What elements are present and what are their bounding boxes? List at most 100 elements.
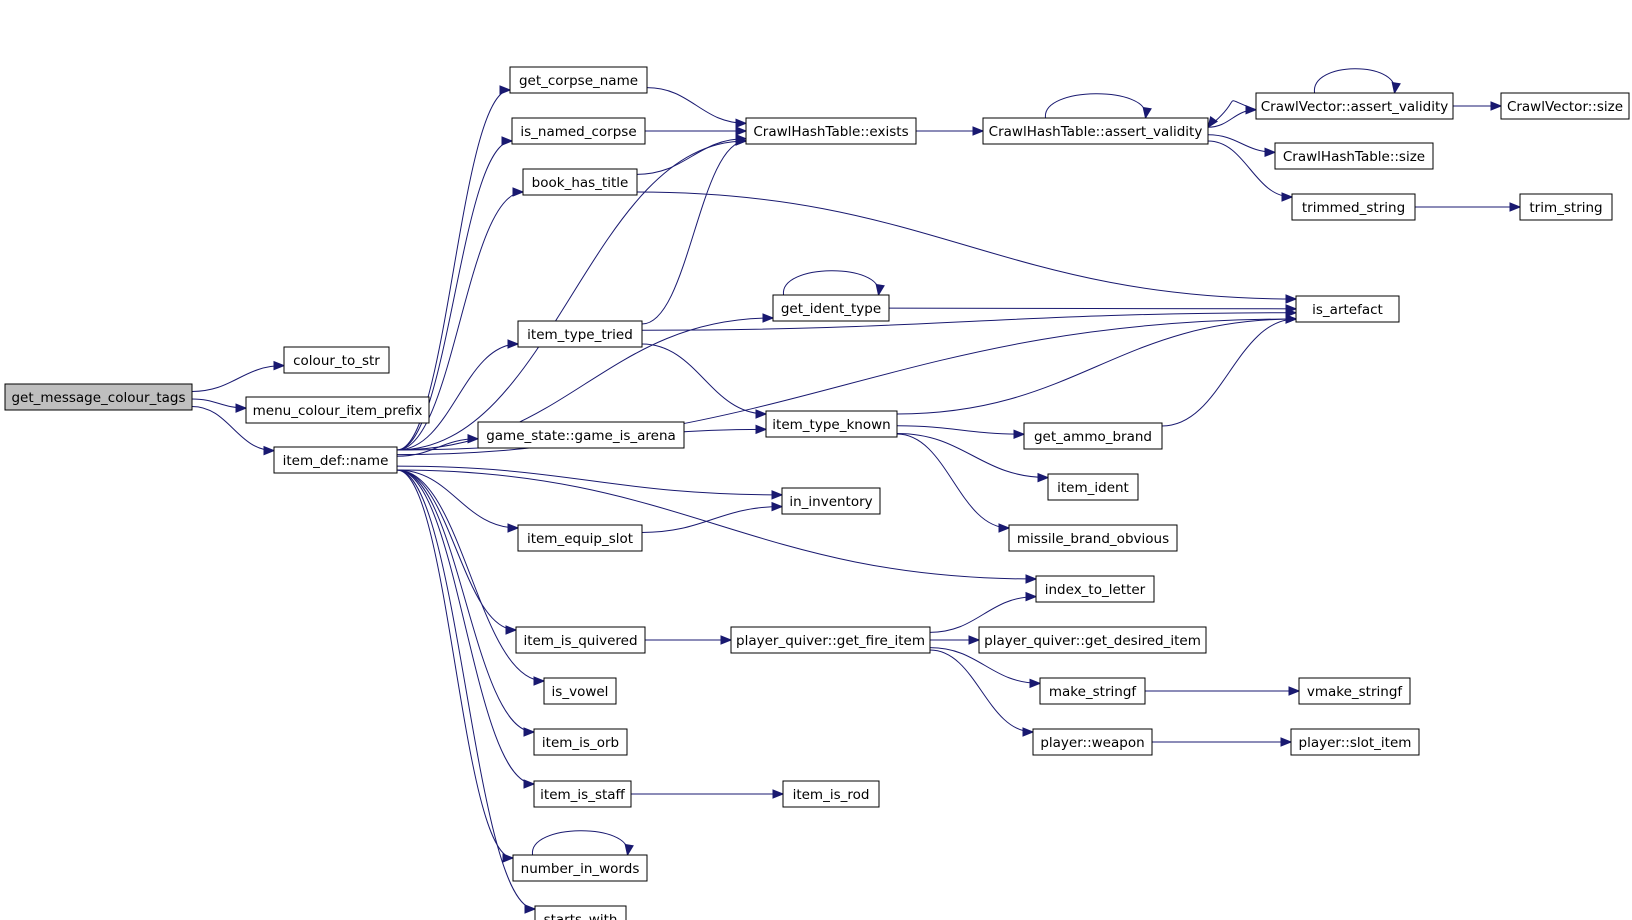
node-label: item_type_known — [772, 417, 890, 433]
node-box — [534, 905, 627, 920]
edge-is_named_corpse-to-hash_exists — [645, 126, 748, 136]
arrowhead — [263, 445, 276, 456]
node-get_ident_type[interactable]: get_ident_type — [772, 294, 890, 322]
node-label: item_is_quivered — [523, 633, 637, 649]
edge-vector_assert_validity-to-hash_assert_validity — [1207, 100, 1257, 129]
node-is_named_corpse[interactable]: is_named_corpse — [511, 117, 646, 145]
edge-get_message_colour_tags-to-menu_colour_item_prefix — [191, 398, 248, 413]
node-item_type_known[interactable]: item_type_known — [765, 410, 898, 438]
node-number_in_words[interactable]: number_in_words — [512, 854, 648, 882]
node-trim_string[interactable]: trim_string — [1519, 193, 1613, 221]
arrowhead — [507, 339, 520, 349]
edge-line — [531, 830, 629, 856]
node-item_equip_slot[interactable]: item_equip_slot — [517, 524, 643, 552]
node-missile_brand_obvious[interactable]: missile_brand_obvious — [1008, 524, 1178, 552]
node-box — [509, 66, 648, 94]
node-item_is_quivered[interactable]: item_is_quivered — [515, 626, 646, 654]
node-box — [1291, 193, 1416, 221]
edge-line — [646, 87, 747, 124]
node-label: item_is_staff — [540, 787, 625, 803]
node-label: item_type_tried — [527, 327, 633, 343]
node-label: starts_with — [544, 912, 618, 920]
node-get_fire_item[interactable]: player_quiver::get_fire_item — [730, 626, 931, 654]
node-label: get_ammo_brand — [1034, 429, 1152, 445]
node-box — [1023, 422, 1163, 450]
node-game_is_arena[interactable]: game_state::game_is_arena — [477, 421, 685, 449]
call-edges — [191, 68, 1522, 914]
node-item_is_orb[interactable]: item_is_orb — [533, 728, 628, 756]
arrowhead — [755, 409, 768, 419]
edge-item_equip_slot-to-in_inventory — [641, 501, 784, 533]
node-trimmed_string[interactable]: trimmed_string — [1291, 193, 1416, 221]
node-get_desired_item[interactable]: player_quiver::get_desired_item — [978, 626, 1207, 654]
node-label: menu_colour_item_prefix — [253, 403, 423, 419]
node-hash_size[interactable]: CrawlHashTable::size — [1274, 142, 1434, 170]
edge-get_fire_item-to-player_weapon — [929, 649, 1035, 737]
node-get_message_colour_tags[interactable]: get_message_colour_tags — [4, 383, 193, 411]
edge-item_def_name-to-starts_with — [396, 469, 537, 914]
arrowhead — [735, 126, 748, 136]
edge-line — [896, 318, 1297, 415]
edge-get_message_colour_tags-to-colour_to_str — [191, 360, 286, 392]
arrowhead — [1142, 106, 1152, 120]
edge-vector_assert_validity-to-vector_size — [1453, 101, 1503, 111]
node-label: item_is_orb — [542, 735, 619, 751]
edge-line — [396, 469, 1037, 580]
edge-line — [396, 465, 783, 496]
node-label: index_to_letter — [1045, 582, 1146, 598]
node-vector_assert_validity[interactable]: CrawlVector::assert_validity — [1255, 92, 1454, 120]
function-nodes: get_message_colour_tags colour_to_strmenu… — [4, 66, 1630, 920]
edge-line — [191, 365, 285, 392]
node-item_def_name[interactable]: item_def::name — [273, 446, 398, 474]
node-label: book_has_title — [532, 175, 629, 191]
node-label: CrawlHashTable::size — [1283, 149, 1425, 165]
node-box — [533, 728, 628, 756]
node-hash_assert_validity[interactable]: CrawlHashTable::assert_validity — [982, 117, 1209, 145]
node-item_is_staff[interactable]: item_is_staff — [533, 780, 632, 808]
arrowhead — [735, 118, 748, 129]
node-get_corpse_name[interactable]: get_corpse_name — [509, 66, 648, 94]
node-starts_with[interactable]: starts_with — [534, 905, 627, 920]
node-label: get_ident_type — [781, 301, 881, 317]
edge-item_def_name-to-is_vowel — [396, 469, 546, 686]
node-is_vowel[interactable]: is_vowel — [543, 677, 617, 705]
edge-book_has_title-to-is_artefact — [636, 191, 1298, 304]
node-player_weapon[interactable]: player::weapon — [1032, 728, 1153, 756]
arrowhead — [502, 853, 515, 863]
edge-get_corpse_name-to-hash_exists — [646, 87, 748, 129]
node-slot_item[interactable]: player::slot_item — [1290, 728, 1420, 756]
edge-line — [896, 432, 1049, 479]
node-vmake_stringf[interactable]: vmake_stringf — [1298, 677, 1411, 705]
edge-line — [396, 191, 524, 451]
node-box — [765, 410, 898, 438]
node-vector_size[interactable]: CrawlVector::size — [1500, 92, 1630, 120]
node-get_ammo_brand[interactable]: get_ammo_brand — [1023, 422, 1163, 450]
node-hash_exists[interactable]: CrawlHashTable::exists — [745, 117, 917, 145]
edge-player_weapon-to-slot_item — [1151, 737, 1293, 747]
arrowhead — [524, 904, 537, 914]
node-menu_colour_item_prefix[interactable]: menu_colour_item_prefix — [245, 396, 430, 424]
node-item_is_rod[interactable]: item_is_rod — [782, 780, 880, 808]
node-item_ident[interactable]: item_ident — [1047, 473, 1139, 501]
node-index_to_letter[interactable]: index_to_letter — [1035, 575, 1155, 603]
node-book_has_title[interactable]: book_has_title — [522, 168, 638, 196]
node-label: game_state::game_is_arena — [486, 428, 676, 444]
node-colour_to_str[interactable]: colour_to_str — [283, 346, 390, 374]
node-make_stringf[interactable]: make_stringf — [1039, 677, 1146, 705]
node-box — [1274, 142, 1434, 170]
edge-item_def_name-to-number_in_words — [396, 469, 515, 863]
node-item_type_tried[interactable]: item_type_tried — [517, 320, 643, 348]
edge-line — [929, 596, 1037, 633]
node-is_artefact[interactable]: is_artefact — [1295, 295, 1400, 323]
edge-line — [896, 433, 1010, 529]
arrowhead — [968, 635, 981, 645]
node-box — [1008, 524, 1178, 552]
node-label: CrawlHashTable::assert_validity — [989, 124, 1203, 140]
arrowhead — [273, 360, 286, 371]
node-in_inventory[interactable]: in_inventory — [781, 487, 881, 515]
node-box — [511, 117, 646, 145]
node-label: is_named_corpse — [520, 124, 636, 140]
edge-hash_assert_validity-to-hash_assert_validity — [1044, 93, 1152, 120]
edge-line — [396, 89, 511, 451]
edge-line — [1161, 318, 1297, 427]
